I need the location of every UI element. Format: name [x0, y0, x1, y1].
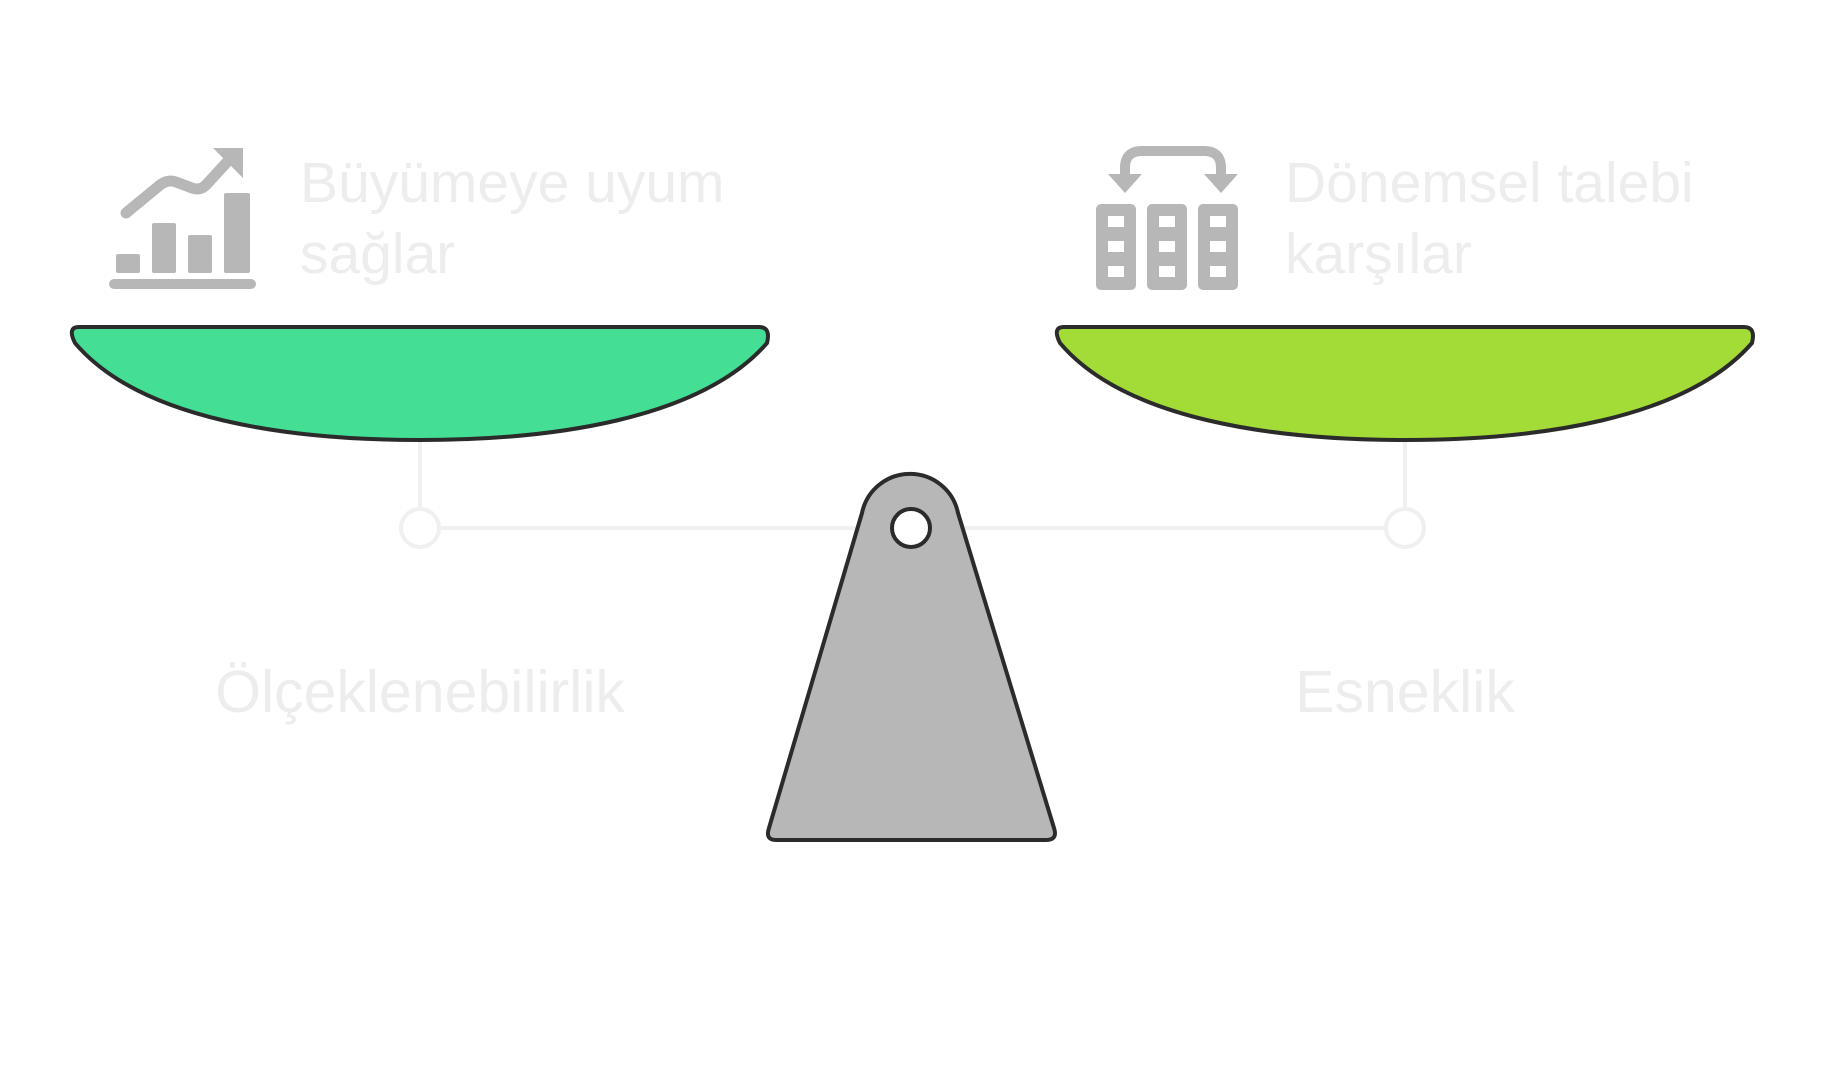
right-scale-pan	[1054, 325, 1755, 442]
right-benefit-line2: karşılar	[1285, 222, 1472, 286]
left-scale-pan	[69, 325, 770, 442]
left-beam-joint	[399, 507, 441, 549]
left-benefit-line1: Büyümeye uyum	[300, 151, 725, 215]
fulcrum-pivot	[890, 507, 932, 549]
fulcrum	[765, 471, 1057, 842]
right-beam-joint	[1384, 507, 1426, 549]
fulcrum-body	[765, 471, 1057, 842]
left-benefit-line2: sağlar	[300, 222, 455, 286]
left-label: Ölçeklenebilirlik	[215, 659, 625, 725]
right-label: Esneklik	[1295, 659, 1515, 725]
seasonal-demand-icon	[1096, 146, 1238, 290]
right-benefit-line1: Dönemsel talebi	[1285, 151, 1694, 215]
growth-chart-icon	[109, 148, 256, 289]
